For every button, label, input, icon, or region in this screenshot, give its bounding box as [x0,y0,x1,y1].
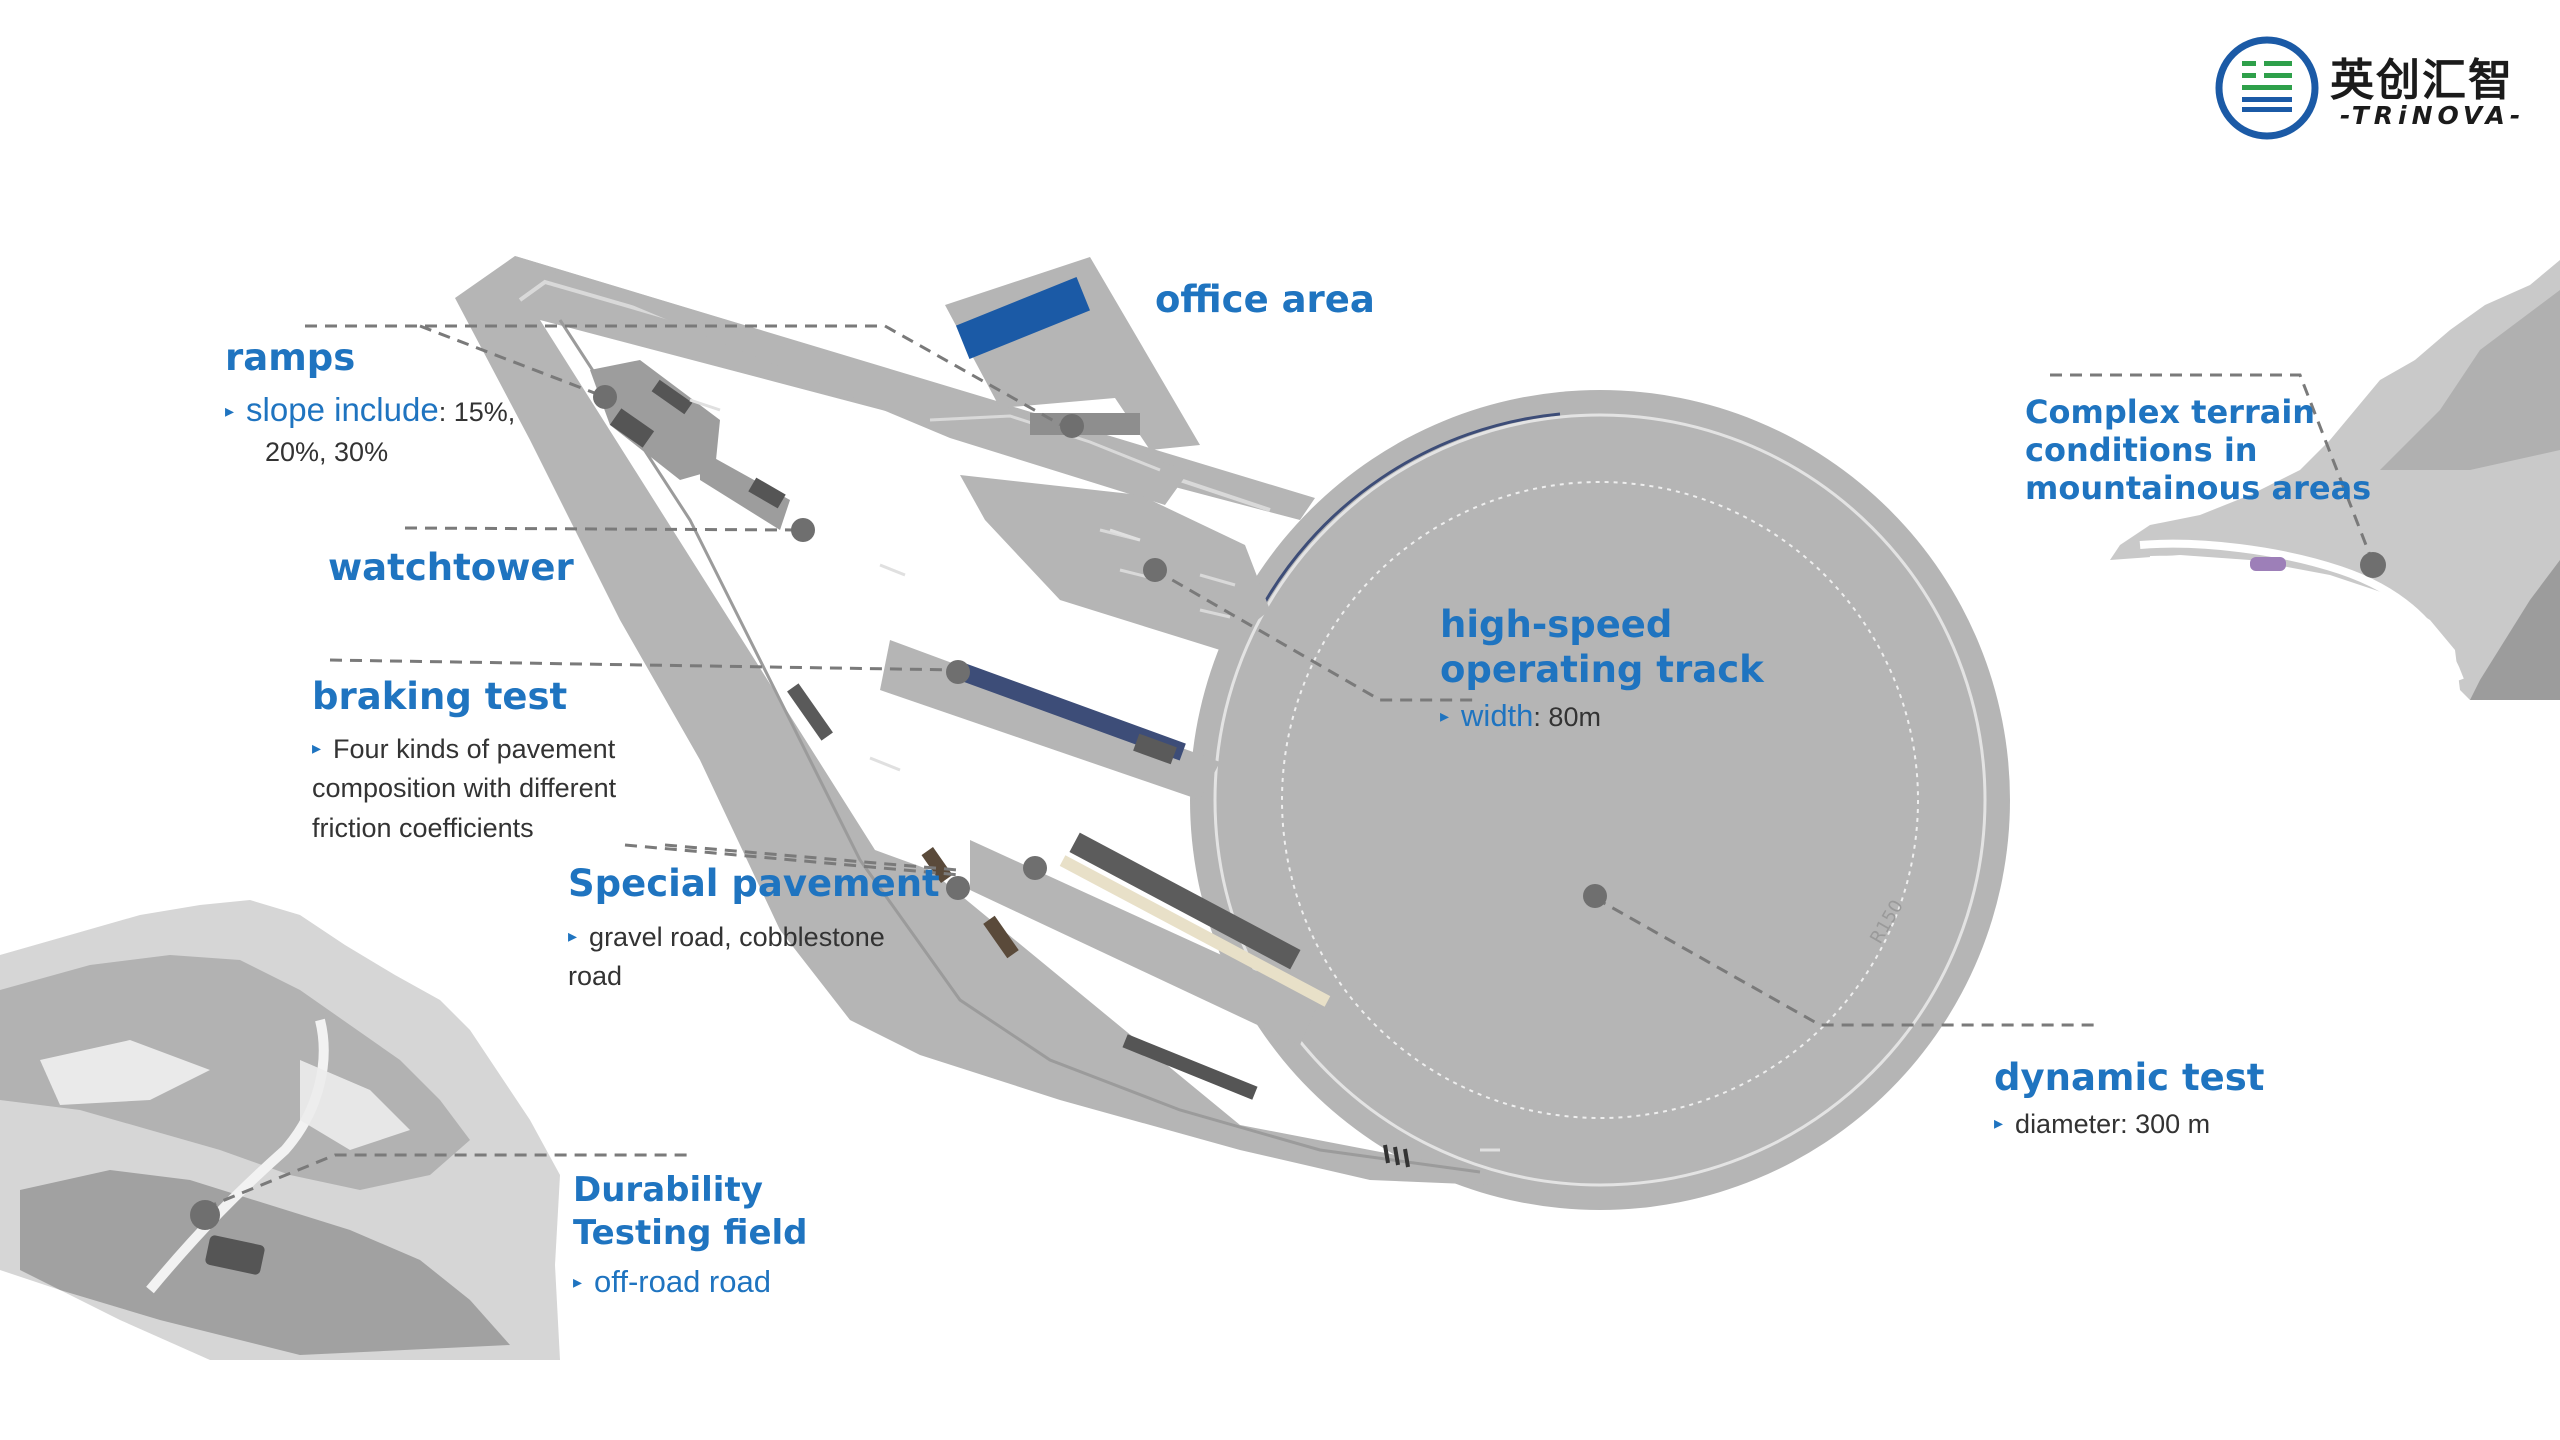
cobblestone-strip [1059,855,1331,1007]
special-leader [624,843,961,877]
ramps-desc-line2: 20%, 30% [265,437,389,467]
mountain-title-3: mountainous areas [2025,469,2372,507]
office-leader [884,324,1071,432]
main-road-network [455,256,1500,1185]
highspeed-title-1: high-speed [1440,603,1673,646]
ramps-desc: ▸ slope include: 15%, [225,390,515,432]
special-desc-1: ▸ gravel road, cobblestone [568,916,885,957]
durability-desc: ▸ off-road road [573,1262,771,1303]
ramps-desc-lead: slope include [246,391,439,428]
marker-dots [190,385,2386,1230]
highspeed-leader [1154,568,1480,702]
office-building [955,276,1091,360]
braking-desc-1-text: Four kinds of pavement [333,734,616,764]
highspeed-marker [1143,558,1167,582]
trinova-logo-icon [2215,36,2319,140]
bullet-icon: ▸ [568,926,578,946]
durability-terrain-image [0,900,560,1360]
logo-name-en: -TRiNOVA- [2340,101,2526,130]
dynamic-desc-text: diameter: 300 m [2015,1109,2211,1139]
special-marker-a [946,876,970,900]
braking-desc-1: ▸ Four kinds of pavement [312,728,615,769]
special-desc-2: road [568,961,623,991]
highspeed-desc-rest: : 80m [1533,702,1601,732]
bullet-icon: ▸ [573,1272,583,1292]
watchtower-title: watchtower [328,546,574,589]
dynamic-leader [1594,896,2095,1027]
mountain-terrain-image [2110,260,2560,700]
watchtower-leader [404,526,801,532]
dynamic-desc: ▸ diameter: 300 m [1994,1103,2210,1144]
durability-marker [190,1200,220,1230]
bullet-icon: ▸ [225,401,235,421]
logo-name-cn: 英创汇智 [2330,55,2514,106]
leader-lines [204,324,2375,1210]
highspeed-title-2: operating track [1440,648,1764,691]
special-pavement-title: Special pavement [568,862,940,905]
ramps-marker [593,385,617,409]
braking-desc-2: composition with different [312,773,617,803]
dynamic-marker [1583,884,1607,908]
round-track [1190,390,2010,1210]
mountain-title-2: conditions in [2025,431,2258,469]
ramps-title: ramps [225,336,356,379]
durability-title-2: Testing field [573,1213,808,1253]
durability-title-1: Durability [573,1170,763,1210]
office-marker [1060,414,1084,438]
dynamic-test-title: dynamic test [1994,1056,2265,1099]
braking-desc-3: friction coefficients [312,813,534,843]
gravel-road-strip [1069,832,1301,970]
durability-leader [204,1153,690,1210]
braking-test-strip [954,661,1186,761]
mountain-leader [2050,373,2375,564]
bullet-icon: ▸ [312,738,322,758]
office-area-title: office area [1155,278,1375,321]
highspeed-desc: ▸ width: 80m [1440,696,1601,737]
special-desc-1-text: gravel road, cobblestone [589,922,885,952]
special-marker-b [1023,856,1047,880]
ramps-desc-rest: : 15%, [438,397,516,427]
mountain-marker [2360,552,2386,578]
mountain-title-1: Complex terrain [2025,393,2316,431]
braking-test-title: braking test [312,675,568,718]
bullet-icon: ▸ [1994,1113,2004,1133]
bullet-icon: ▸ [1440,706,1450,726]
durability-desc-text: off-road road [594,1264,771,1299]
highspeed-desc-lead: width [1461,698,1534,733]
test-track-layout [455,256,2010,1210]
braking-marker [946,660,970,684]
braking-leader [329,658,959,672]
watchtower-marker [791,518,815,542]
ramps-leader [419,324,606,399]
